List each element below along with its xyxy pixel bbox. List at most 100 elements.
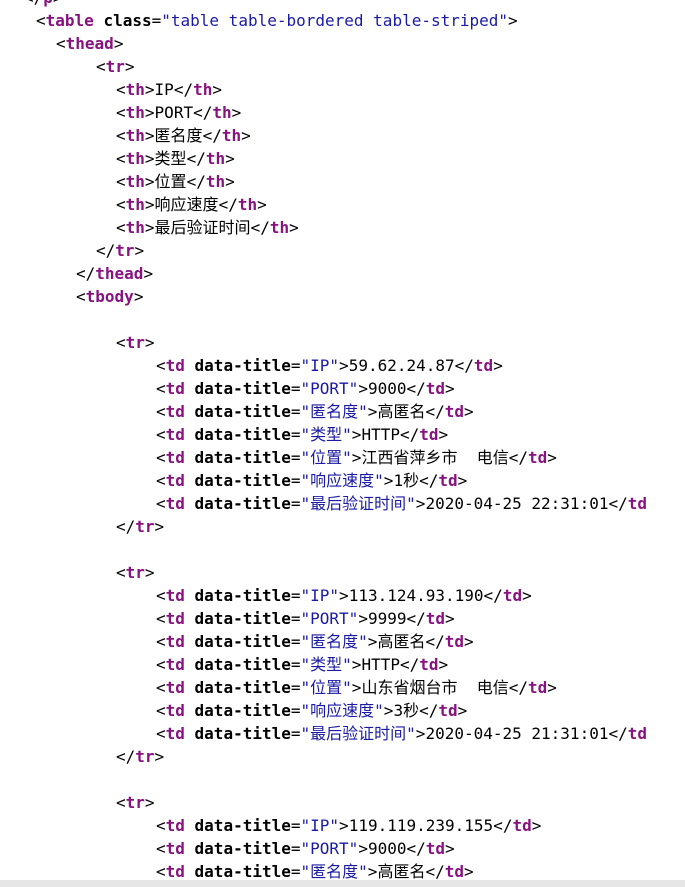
- code-text: PORT: [154, 103, 194, 122]
- code-punct: <: [156, 471, 166, 490]
- code-punct: <: [116, 149, 126, 168]
- code-punct: >: [339, 816, 349, 835]
- code-attr-value: "匿名度": [300, 862, 368, 880]
- code-tag: tr: [125, 563, 145, 582]
- code-tag: td: [165, 448, 185, 467]
- code-attr-name: data-title: [184, 448, 291, 467]
- code-punct: >: [445, 379, 455, 398]
- code-text: 119.119.239.155: [348, 816, 494, 835]
- code-punct: <: [156, 609, 166, 628]
- code-tag: td: [627, 724, 647, 743]
- code-line: <tr>: [96, 55, 135, 78]
- code-punct: <: [156, 632, 166, 651]
- code-attr-value: "PORT": [300, 379, 359, 398]
- code-punct: >: [367, 632, 378, 651]
- code-tag: td: [165, 494, 185, 513]
- code-attr-name: data-title: [184, 816, 291, 835]
- code-punct: <: [156, 494, 166, 513]
- code-punct: </: [193, 103, 213, 122]
- code-line: </tr>: [116, 515, 164, 538]
- code-line: <td data-title="IP">59.62.24.87</td>: [156, 354, 503, 377]
- code-text: 最后验证时间: [154, 218, 251, 237]
- code-punct: </: [419, 701, 439, 720]
- code-punct: >: [231, 103, 242, 122]
- code-text: 2020-04-25 21:31:01: [425, 724, 609, 743]
- code-line: <thead>: [56, 32, 123, 55]
- code-punct: <: [156, 379, 166, 398]
- code-punct: </: [608, 724, 628, 743]
- code-line: <tr>: [116, 791, 155, 814]
- code-punct: </: [186, 149, 206, 168]
- code-punct: =: [290, 402, 301, 421]
- code-punct: >: [438, 655, 449, 674]
- code-attr-name: data-title: [184, 678, 291, 697]
- code-punct: >: [144, 172, 155, 191]
- code-punct: </: [116, 517, 136, 536]
- code-punct: <: [116, 218, 126, 237]
- code-attr-name: data-title: [184, 402, 291, 421]
- code-line: <td data-title="PORT">9000</td>: [156, 377, 455, 400]
- code-tag: th: [125, 103, 145, 122]
- code-punct: =: [290, 356, 301, 375]
- code-tag: td: [165, 402, 185, 421]
- code-tag: td: [165, 816, 185, 835]
- horizontal-scrollbar[interactable]: [0, 880, 685, 887]
- code-line: <th>IP</th>: [116, 78, 222, 101]
- code-attr-name: data-title: [184, 356, 291, 375]
- code-punct: </: [202, 126, 222, 145]
- code-punct: >: [144, 793, 155, 812]
- code-line: <th>类型</th>: [116, 147, 235, 170]
- code-punct: >: [241, 126, 251, 145]
- code-line: <tr>: [116, 561, 155, 584]
- code-line: <td data-title="PORT">9999</td>: [156, 607, 455, 630]
- code-punct: <: [116, 103, 126, 122]
- code-attr-name: data-title: [184, 724, 291, 743]
- code-punct: </: [425, 862, 445, 880]
- code-punct: >: [351, 678, 362, 697]
- code-punct: </: [399, 655, 420, 674]
- code-punct: >: [445, 609, 455, 628]
- code-attr-value: "匿名度": [300, 632, 368, 651]
- code-tag: thead: [95, 264, 144, 283]
- code-attr-name: data-title: [184, 632, 291, 651]
- code-line: <tr>: [116, 331, 155, 354]
- code-line: <th>位置</th>: [116, 170, 235, 193]
- code-punct: >: [493, 356, 503, 375]
- code-punct: >: [257, 195, 267, 214]
- code-punct: =: [151, 11, 162, 30]
- code-tag: th: [237, 195, 258, 214]
- code-attr-value: "响应速度": [300, 701, 384, 720]
- code-attr-name: data-title: [184, 839, 291, 858]
- code-punct: =: [290, 701, 301, 720]
- code-punct: <: [156, 839, 166, 858]
- code-attr-value: "位置": [300, 448, 352, 467]
- code-punct: >: [463, 862, 474, 880]
- code-tag: th: [205, 172, 226, 191]
- code-attr-value: "类型": [300, 655, 352, 674]
- code-tag: th: [269, 218, 290, 237]
- code-punct: >: [289, 218, 299, 237]
- code-attr-value: "类型": [300, 425, 352, 444]
- code-punct: >: [339, 356, 349, 375]
- code-tag: tr: [125, 333, 145, 352]
- code-tag: td: [512, 816, 532, 835]
- code-tag: td: [165, 471, 185, 490]
- code-tag: th: [205, 149, 226, 168]
- code-tag: td: [502, 586, 523, 605]
- code-punct: </: [406, 379, 426, 398]
- code-punct: >: [367, 402, 378, 421]
- code-punct: >: [144, 80, 155, 99]
- code-punct: </: [399, 425, 420, 444]
- code-attr-name: data-title: [184, 425, 291, 444]
- code-text: 9000: [367, 379, 407, 398]
- code-tag: td: [438, 701, 458, 720]
- code-punct: <: [156, 448, 166, 467]
- code-line: <th>PORT</th>: [116, 101, 241, 124]
- code-punct: >: [415, 494, 426, 513]
- code-attr-value: "IP": [300, 356, 340, 375]
- code-punct: <: [156, 356, 166, 375]
- code-punct: >: [144, 126, 155, 145]
- code-line: <td data-title="匿名度">高匿名</td>: [156, 400, 474, 423]
- code-text: 匿名度: [154, 126, 203, 145]
